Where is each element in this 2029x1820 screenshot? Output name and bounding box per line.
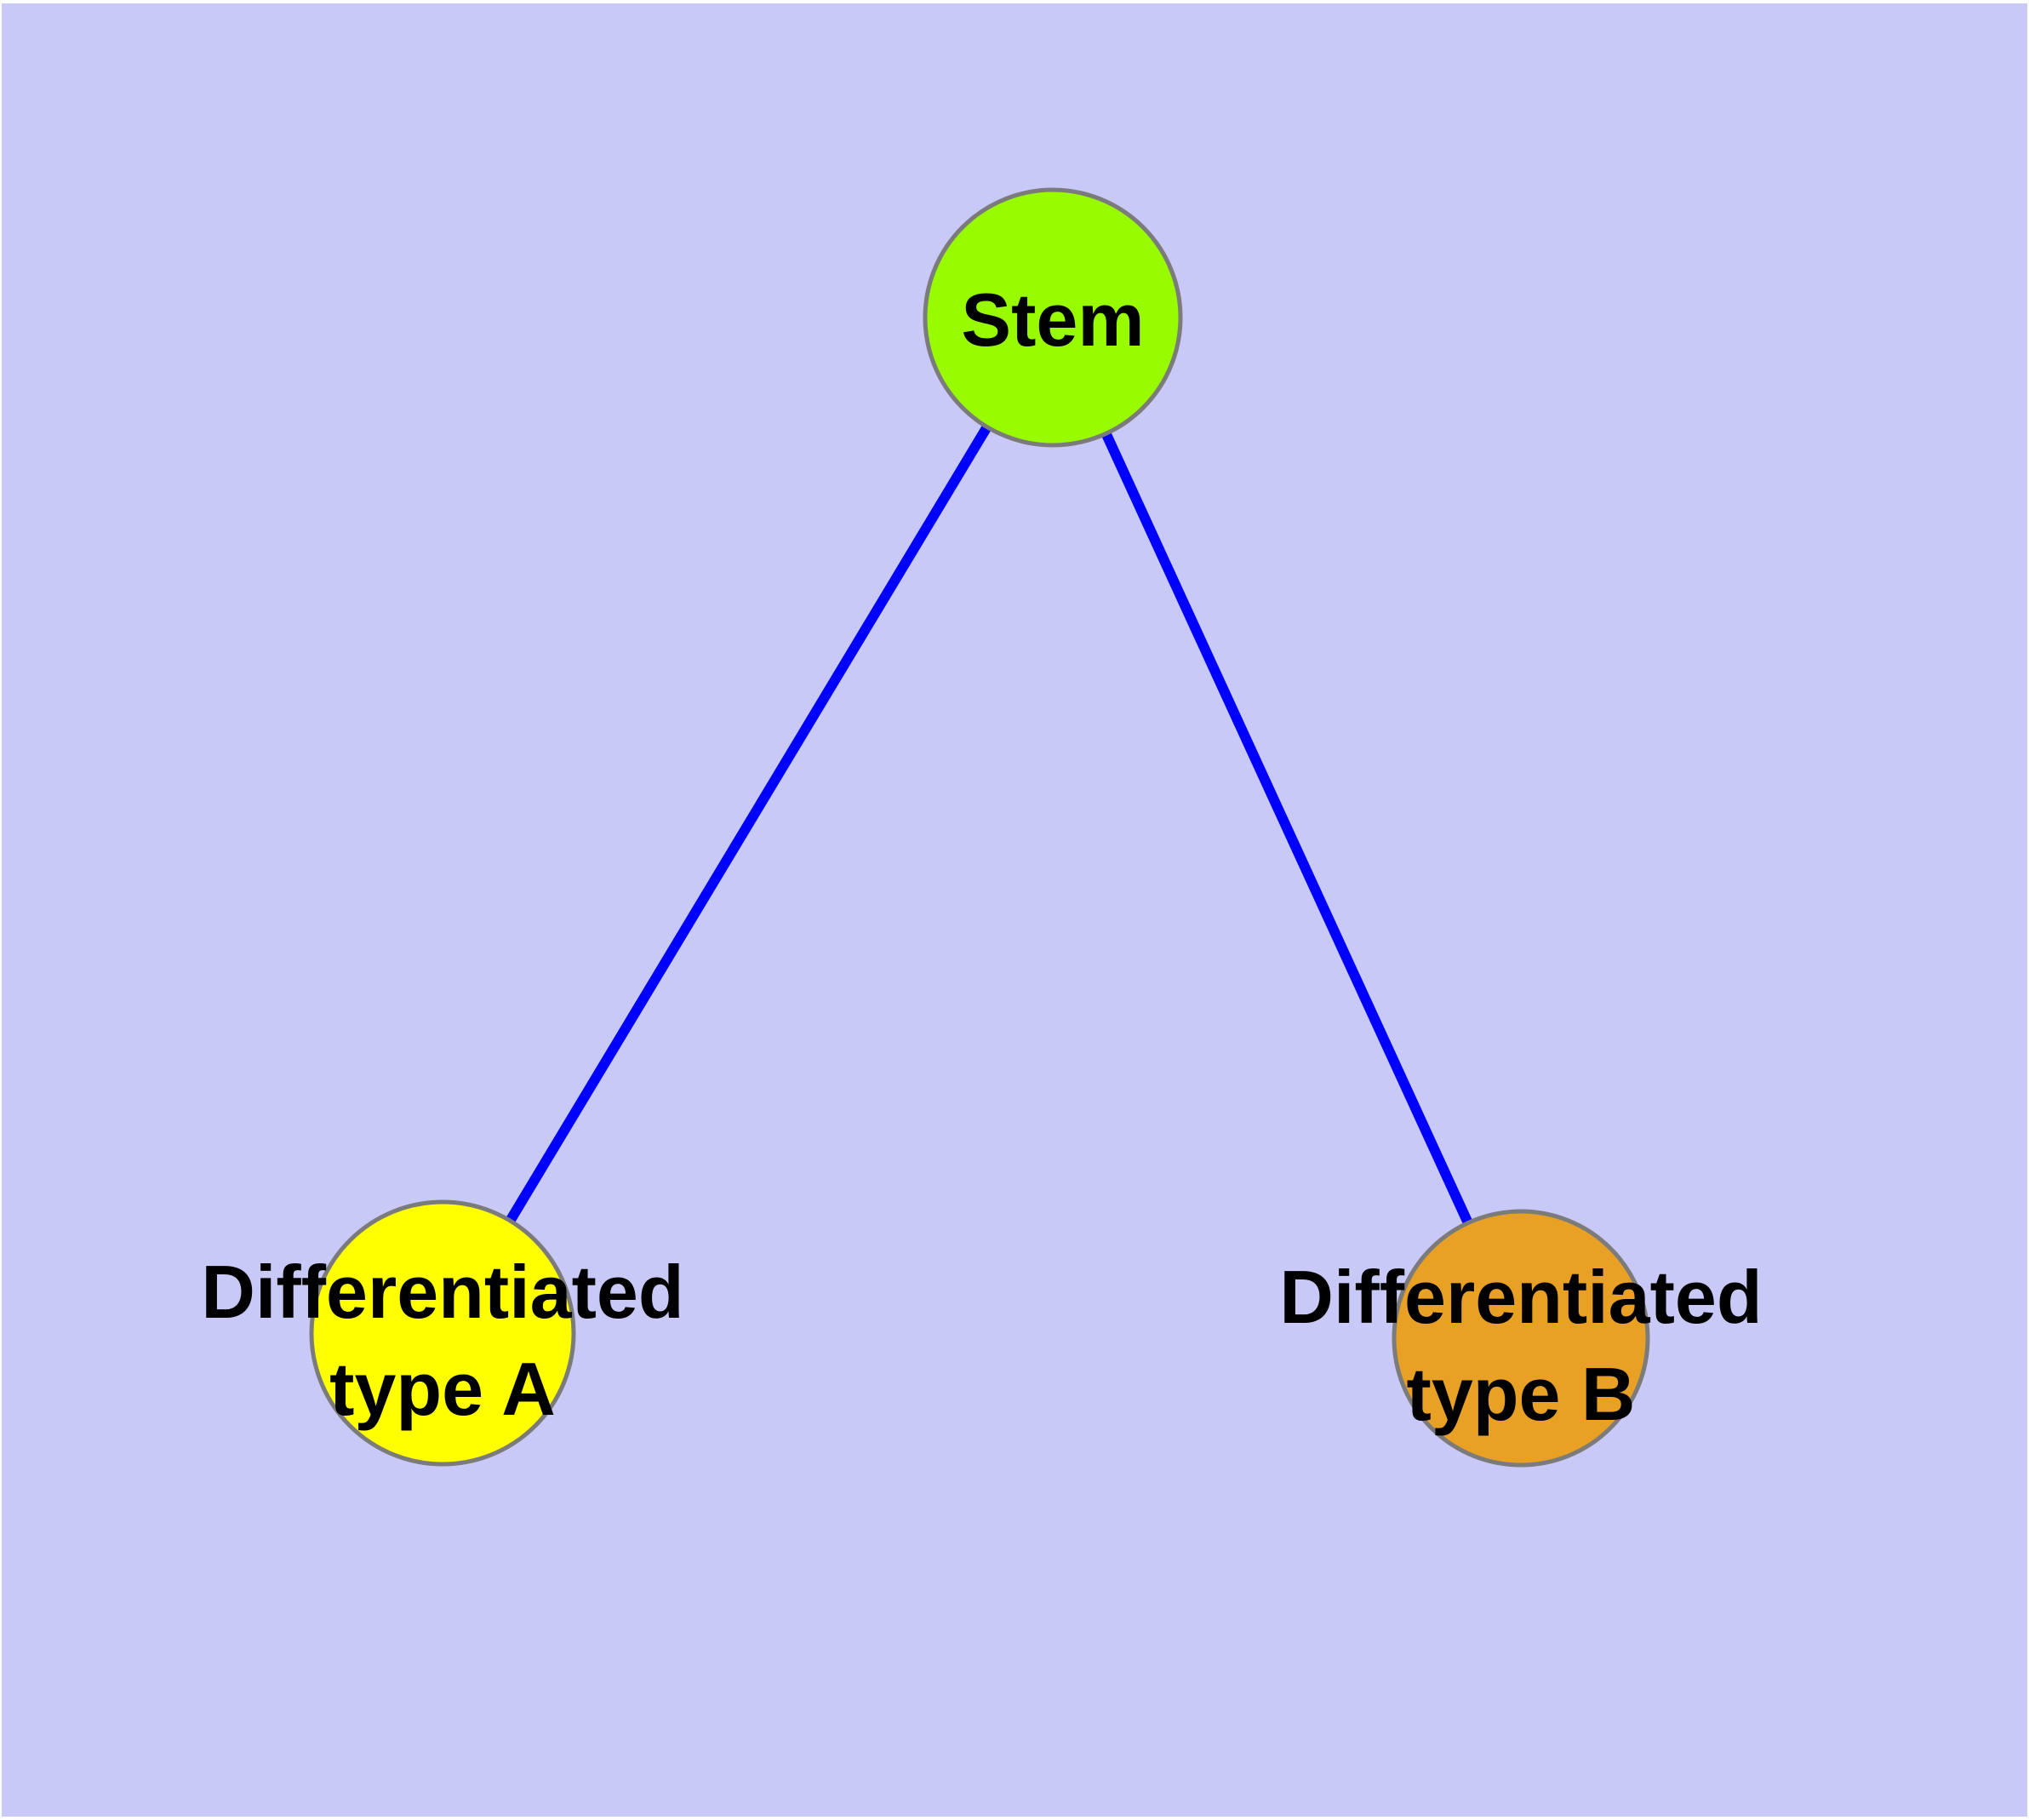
node-type-a-label-line-1: Differentiated (201, 1250, 683, 1334)
node-type-a-circle (309, 1199, 576, 1467)
node-type-b-label-line-1: Differentiated (1279, 1255, 1762, 1339)
node-type-b-circle (1392, 1209, 1650, 1468)
node-stem-circle (923, 187, 1183, 448)
node-type-b-label-line-2: type B (1407, 1352, 1636, 1436)
node-type-a-label-line-2: type A (329, 1347, 556, 1431)
edge-stem-to-type-b (1048, 315, 1526, 1341)
node-stem-label: Stem (961, 278, 1144, 362)
edge-stem-to-type-a (437, 314, 1058, 1336)
